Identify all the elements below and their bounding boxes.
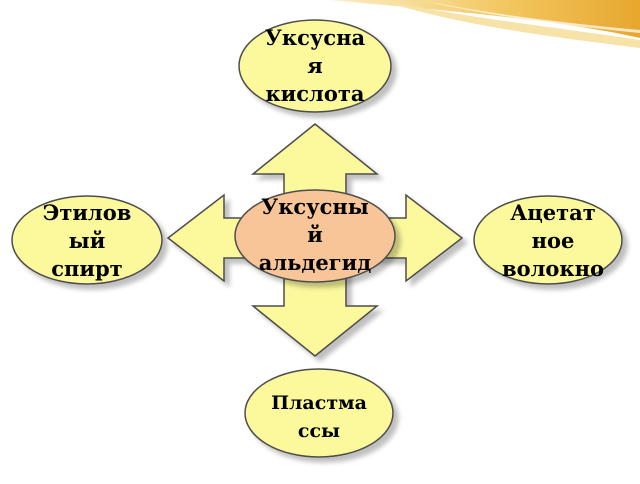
node-acetate-fiber bbox=[473, 195, 623, 285]
node-acetaldehyde bbox=[234, 189, 396, 283]
node-plastics bbox=[244, 368, 394, 458]
header-banner-decoration bbox=[330, 0, 640, 48]
node-ethyl-alcohol bbox=[11, 195, 163, 285]
node-acetic-acid bbox=[238, 19, 392, 113]
